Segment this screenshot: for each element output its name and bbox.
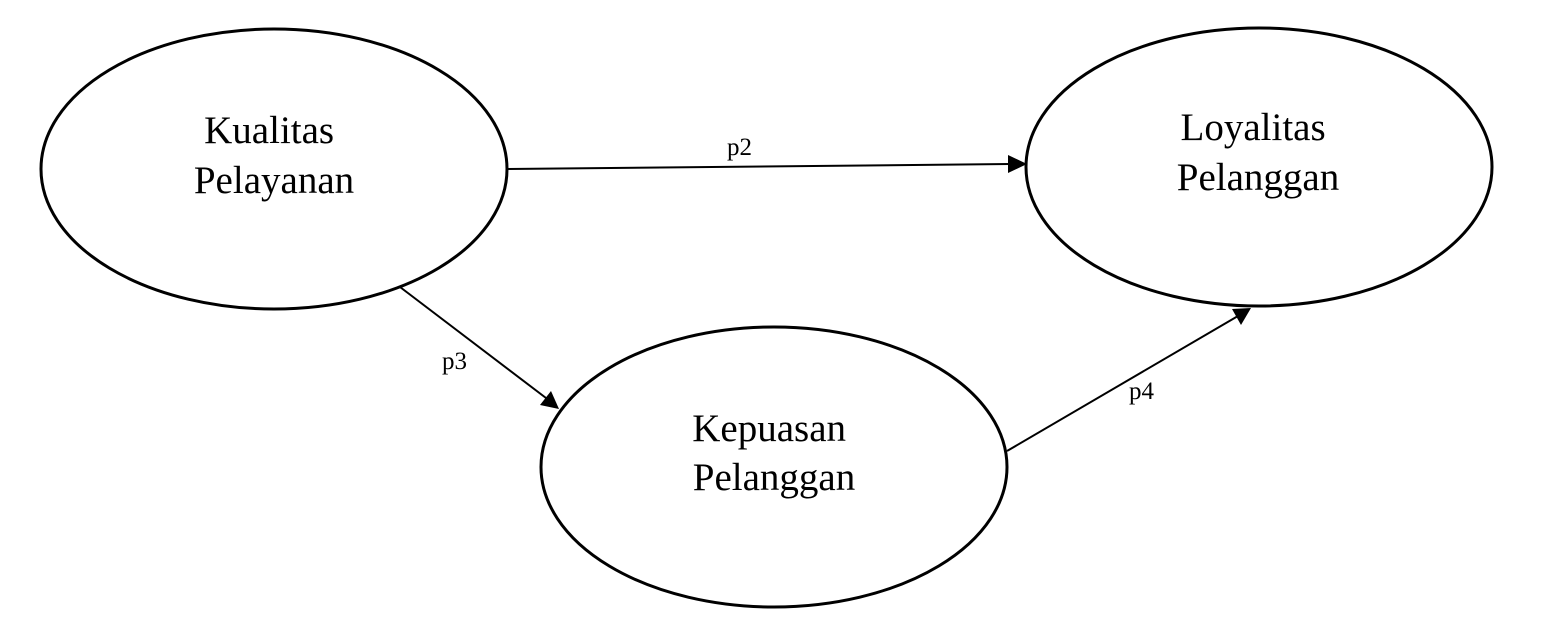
node-label-line1: Loyalitas [1181,106,1326,149]
node-kualitas-pelayanan: Kualitas Pelayanan [39,27,509,311]
arrowhead-p4 [1232,308,1251,325]
node-label-line1: Kualitas [204,109,334,152]
ellipse-kepuasan-pelanggan [539,325,1009,609]
node-loyalitas-pelanggan: Loyalitas Pelanggan [1024,26,1494,308]
edge-label-p2: p2 [727,134,752,161]
node-label-kepuasan-pelanggan: Kepuasan Pelanggan [692,407,856,499]
node-label-line2: Pelayanan [194,159,354,202]
node-label-line2: Pelanggan [693,456,855,499]
ellipse-loyalitas-pelanggan [1024,26,1494,308]
edge-p4-arrow [1006,315,1239,452]
edge-label-p4: p4 [1129,378,1155,405]
edge-label-p3: p3 [442,348,467,375]
edge-p2-arrow [507,163,1011,170]
arrowhead-p3 [540,391,559,409]
node-label-kualitas-pelayanan: Kualitas Pelayanan [194,109,354,202]
edge-p3-arrow [399,286,547,399]
node-kepuasan-pelanggan: Kepuasan Pelanggan [539,325,1009,609]
arrowhead-p2 [1008,155,1027,173]
node-label-line1: Kepuasan [692,407,846,450]
node-label-line2: Pelanggan [1177,156,1339,199]
node-label-loyalitas-pelanggan: Loyalitas Pelanggan [1177,106,1339,199]
ellipse-kualitas-pelayanan [39,27,509,311]
